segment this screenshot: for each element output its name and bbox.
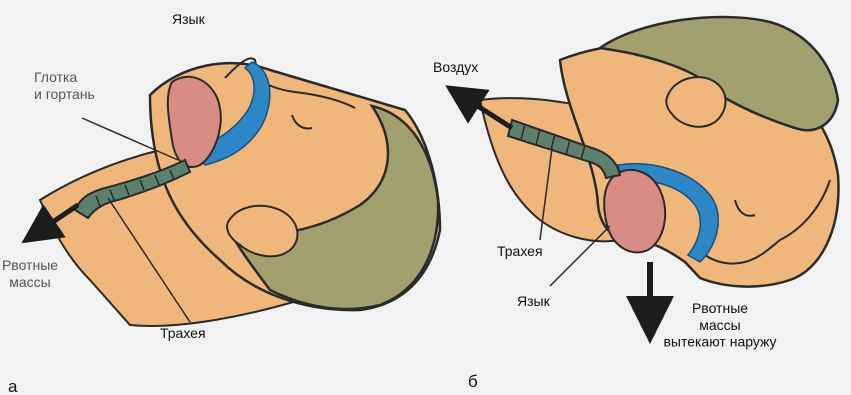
panel-b-air-label: Воздух — [433, 59, 478, 75]
panel-a-trachea-label: Трахея — [160, 325, 206, 341]
panel-a-tongue-label: Язык — [172, 11, 206, 27]
panel-a-label: а — [8, 377, 18, 395]
panel-b-trachea-label: Трахея — [497, 243, 543, 259]
panel-b-tongue — [604, 170, 665, 252]
panel-b-tongue-label: Язык — [517, 293, 551, 309]
panel-b-label: б — [468, 372, 478, 391]
